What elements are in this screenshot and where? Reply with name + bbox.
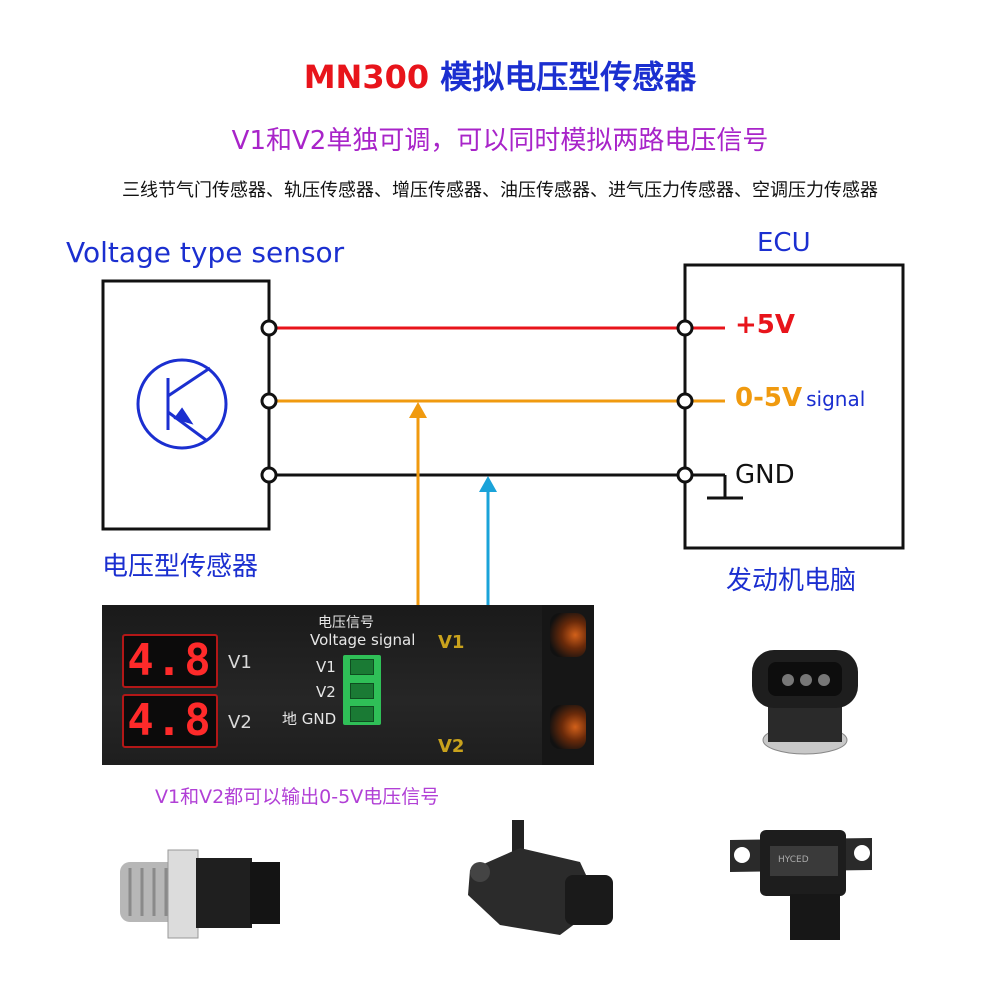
led-display-v1: 4.8: [122, 634, 218, 688]
title-cn: 模拟电压型传感器: [440, 58, 697, 96]
display-label-v1: V1: [228, 652, 252, 673]
device-header-cn: 电压信号: [318, 615, 374, 631]
ecu-pin-1: [676, 319, 694, 337]
sensor-pin-2: [260, 392, 278, 410]
terminal-block[interactable]: [343, 655, 381, 725]
terminal-slot-v2: [350, 683, 374, 699]
display-label-v2: V2: [228, 712, 252, 733]
throttle-position-sensor-image: [730, 830, 872, 940]
v2-arrow: [479, 476, 497, 492]
signal-voltage: 0-5V: [735, 383, 803, 413]
pin-label-gnd: GND: [735, 460, 795, 490]
terminal-label-gnd: 地 GND: [282, 708, 336, 729]
ecu-label-cn: 发动机电脑: [726, 566, 857, 596]
page-title: MN300 模拟电压型传感器: [0, 52, 1000, 98]
terminal-slot-gnd: [350, 706, 374, 722]
v1-arrow: [409, 402, 427, 418]
knob-label-v1: V1: [438, 632, 465, 653]
terminal-label-v2: V2: [316, 683, 336, 701]
terminal-gnd-en: GND: [301, 710, 337, 728]
output-note: V1和V2都可以输出0-5V电压信号: [155, 786, 440, 808]
terminal-gnd-cn: 地: [282, 710, 298, 728]
sensor-types-list: 三线节气门传感器、轨压传感器、增压传感器、油压传感器、进气压力传感器、空调压力传…: [122, 180, 878, 201]
terminal-dots: [260, 319, 694, 484]
knob-label-v2: V2: [438, 736, 465, 757]
title-model: MN300: [303, 58, 430, 96]
terminal-label-v1: V1: [316, 658, 336, 676]
ecu-label: ECU: [757, 228, 811, 258]
sensor-label-cn: 电压型传感器: [102, 552, 259, 582]
signal-suffix: signal: [806, 387, 866, 411]
pin-label-plus5v: +5V: [735, 310, 795, 340]
device-header-en: Voltage signal: [310, 631, 416, 649]
intake-pressure-sensor-image: [468, 820, 613, 935]
terminal-slot-v1: [350, 659, 374, 675]
throttle-sensor-brand: HYCED: [778, 855, 809, 865]
sensor-label-en: Voltage type sensor: [66, 236, 345, 269]
knob-v2[interactable]: [550, 705, 586, 749]
device-knob-panel: [542, 605, 594, 765]
ecu-pin-3: [676, 466, 694, 484]
ground-symbol: [707, 475, 743, 500]
pressure-sensor-image: [752, 650, 858, 755]
ecu-pin-2: [676, 392, 694, 410]
led-display-v2: 4.8: [122, 694, 218, 748]
subtitle: V1和V2单独可调，可以同时模拟两路电压信号: [231, 126, 769, 156]
transistor-icon: [136, 358, 228, 450]
knob-v1[interactable]: [550, 613, 586, 657]
rail-pressure-sensor-image: [120, 849, 280, 939]
sensor-pin-3: [260, 466, 278, 484]
sensor-pin-1: [260, 319, 278, 337]
